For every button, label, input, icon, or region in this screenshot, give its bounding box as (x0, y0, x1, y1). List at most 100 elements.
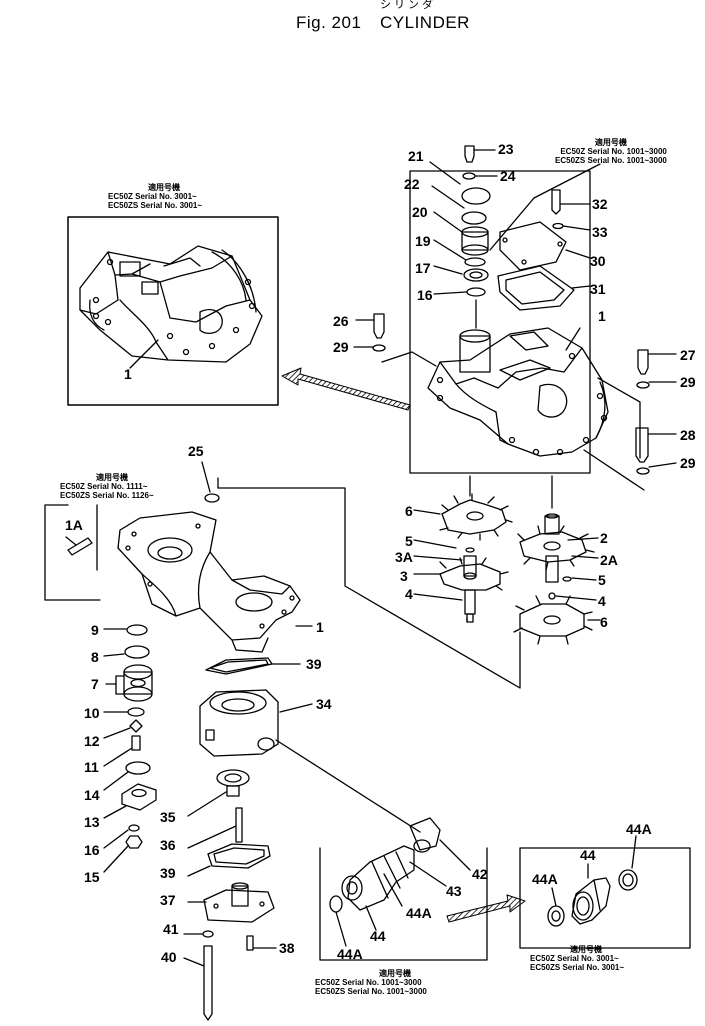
callout: 8 (91, 649, 99, 665)
callout: 26 (333, 313, 349, 329)
callout: 29 (680, 374, 696, 390)
callout: 9 (91, 622, 99, 638)
callout: 41 (163, 921, 179, 937)
cover-parts (489, 163, 601, 311)
left-column-parts (103, 624, 157, 873)
callout: 35 (160, 809, 176, 825)
callout: 7 (91, 676, 99, 692)
figure-number: Fig. 201 (296, 13, 362, 32)
callout: 14 (84, 787, 100, 803)
note-line: EC50Z Serial No. 3001~ (530, 954, 619, 964)
callout: 1 (598, 308, 606, 324)
callout: 6 (405, 503, 413, 519)
callout: 36 (160, 837, 176, 853)
shaft-parts (329, 817, 471, 947)
callout: 3A (395, 549, 413, 565)
callout: 44A (337, 946, 363, 962)
note-top-right: 適用号機 EC50Z Serial No. 1001~3000 EC50ZS S… (555, 138, 667, 166)
housing-inset-drawing (79, 245, 263, 369)
group-box-shaft (319, 847, 488, 961)
callout: 21 (408, 148, 424, 164)
pump-body-parts (183, 657, 421, 1021)
arrow-to-inset (281, 367, 411, 411)
callout: 2 (600, 530, 608, 546)
figure-title: CYLINDER (380, 13, 470, 32)
note-line: EC50ZS Serial No. 1001~3000 (315, 987, 427, 997)
bolt-parts (353, 313, 677, 491)
callout: 39 (306, 656, 322, 672)
callout: 33 (592, 224, 608, 240)
callout: 44A (406, 905, 432, 921)
title-japanese: シリンダ (380, 0, 436, 11)
note-top-left: 適用号機 EC50Z Serial No. 3001~ EC50ZS Seria… (108, 183, 202, 211)
note-bottom-right: 適用号機 EC50Z Serial No. 3001~ EC50ZS Seria… (530, 945, 624, 973)
callout: 19 (415, 233, 431, 249)
callout: 10 (84, 705, 100, 721)
callout: 4 (405, 586, 413, 602)
callout: 44 (370, 928, 386, 944)
callout: 4 (598, 593, 606, 609)
note-heading: 適用号機 (594, 138, 627, 147)
callout: 30 (590, 253, 606, 269)
note-line: EC50ZS Serial No. 3001~ (108, 201, 203, 211)
callout: 39 (160, 865, 176, 881)
note-bottom-center: 適用号機 EC50Z Serial No. 1001~3000 EC50ZS S… (315, 969, 427, 997)
shaft-new-parts (547, 835, 638, 927)
callout: 24 (500, 168, 516, 184)
note-line: EC50Z Serial No. 3001~ (108, 192, 197, 202)
group-box-shaft-new (519, 847, 691, 949)
callout: 17 (415, 260, 431, 276)
pin-part (65, 536, 93, 556)
callout: 12 (84, 733, 100, 749)
group-box-cylinder-upper (409, 170, 591, 474)
group-box-pin (44, 504, 101, 601)
inset-box-housing (67, 216, 279, 406)
callout: 34 (316, 696, 332, 712)
callout: 44 (580, 847, 596, 863)
callout: 2A (600, 552, 618, 568)
note-heading: 適用号機 (96, 473, 128, 482)
note-line: EC50ZS Serial No. 3001~ (530, 963, 625, 973)
note-heading: 適用号機 (148, 183, 180, 192)
callout: 40 (161, 949, 177, 965)
callout: 37 (160, 892, 176, 908)
callout: 23 (498, 141, 514, 157)
callout: 38 (279, 940, 295, 956)
group-line-housing (217, 477, 521, 689)
callout: 44A (532, 871, 558, 887)
callout: 16 (417, 287, 433, 303)
callout: 43 (446, 883, 462, 899)
callout: 1 (316, 619, 324, 635)
callout: 42 (472, 866, 488, 882)
note-line: EC50Z Serial No. 1111~ (60, 482, 148, 492)
callout: 5 (405, 533, 413, 549)
callout: 15 (84, 869, 100, 885)
note-line: EC50ZS Serial No. 1126~ (60, 491, 154, 501)
callout: 27 (680, 347, 696, 363)
top-stack-parts (429, 145, 498, 329)
lower-housing-drawing (117, 461, 313, 653)
callout: 25 (188, 443, 204, 459)
callout: 1A (65, 517, 83, 533)
callout: 5 (598, 572, 606, 588)
note-heading: 適用号機 (570, 945, 602, 954)
callout: 16 (84, 842, 100, 858)
note-mid-left: 適用号機 EC50Z Serial No. 1111~ EC50ZS Seria… (60, 473, 154, 501)
note-heading: 適用号機 (379, 969, 411, 978)
callout: 29 (680, 455, 696, 471)
callout: 31 (590, 281, 606, 297)
callout: 13 (84, 814, 100, 830)
callout: 32 (592, 196, 608, 212)
callout: 22 (404, 176, 420, 192)
callout: 28 (680, 427, 696, 443)
note-line: EC50Z Serial No. 1001~3000 (315, 978, 422, 988)
rotor-parts (413, 475, 601, 645)
cylinder-upper-drawing (427, 327, 609, 457)
callout: 11 (84, 759, 99, 775)
note-line: EC50ZS Serial No. 1001~3000 (555, 156, 667, 166)
callout: 3 (400, 568, 408, 584)
arrow-to-new-shaft (446, 894, 526, 923)
callout: 44A (626, 821, 652, 837)
